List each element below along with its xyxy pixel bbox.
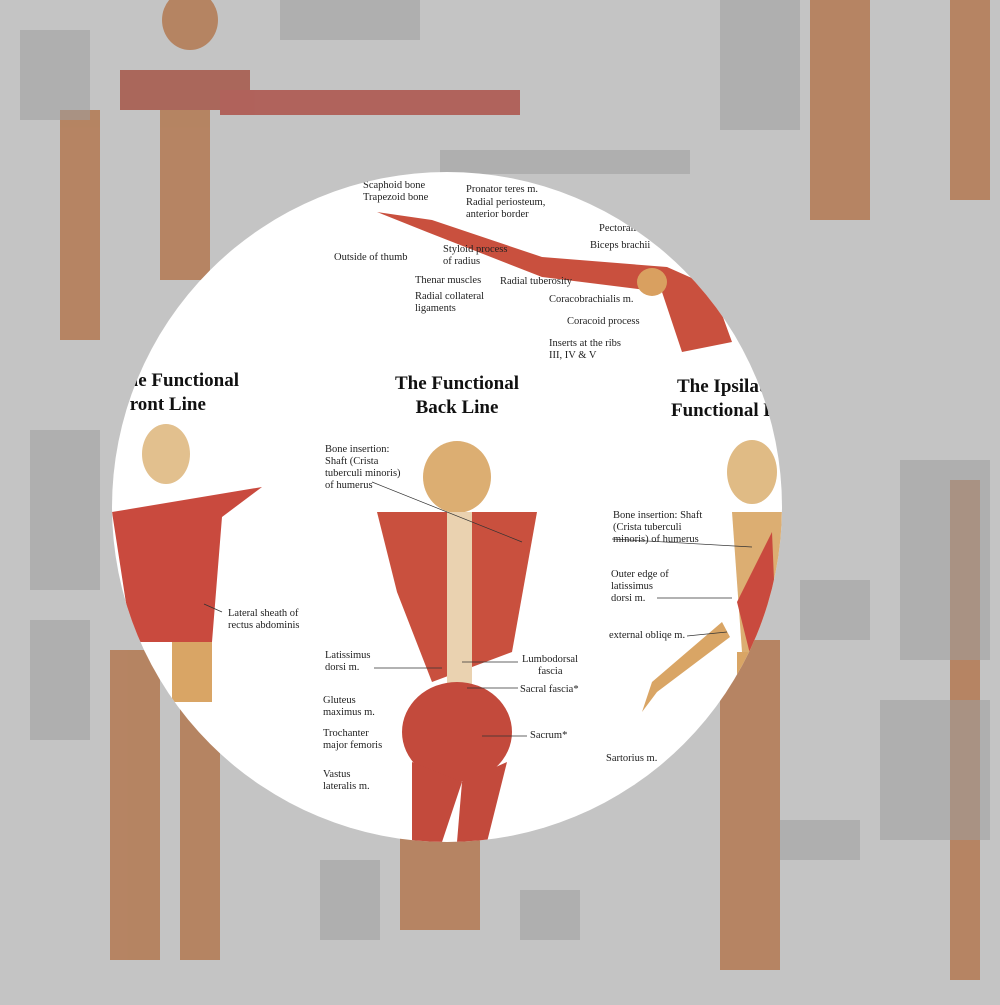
arm-illustration [377,212,732,352]
label-trochanter: Trochanter [323,728,369,739]
label-ligaments: ligaments [415,303,456,314]
title-back-line-2: Back Line [415,397,499,418]
anatomy-illustrations [112,212,782,842]
leader-lines [203,481,762,761]
front-line-figure [112,424,262,702]
label-ipsi-humerus: minoris) of humerus [613,534,699,545]
label-rectus-abdominis: rectus abdominis [228,620,300,631]
label-inserts-ribs: Inserts at the ribs [549,338,622,349]
label-tuberculi-minoris: tuberculi minoris) [325,468,401,479]
label-trapezoid-bone: Trapezoid bone [363,192,429,203]
label-radial-collateral: Radial collateral [415,291,485,302]
label-coracoid-process: Coracoid process [567,316,640,327]
label-anterior-border: anterior border [466,209,529,220]
title-front-line-2: Front Line [118,394,206,415]
title-front-line-1: The Functional [114,370,240,391]
label-bone-insertion: Bone insertion: [325,444,390,455]
label-pronator-teres: Pronator teres m. [466,184,539,195]
label-coracobrachialis: Coracobrachialis m. [549,294,634,305]
label-lateralis: lateralis m. [323,781,370,792]
label-sartorius: Sartorius m. [606,753,658,764]
label-styloid-process: Styloid process [443,244,508,255]
label-major-femoris: major femoris [323,740,383,751]
label-vastus: Vastus [323,769,351,780]
label-pectoralis: Pectoralis [599,223,641,234]
title-ipsilateral-2: Functional Line [671,400,782,421]
label-shaft-crista: Shaft (Crista [325,456,379,467]
label-scaphoid-bone: Scaphoid bone [363,180,426,191]
label-ipsi-crista: (Crista tuberculi [613,522,682,533]
label-gluteus: Gluteus [323,695,356,706]
label-ipsi-bone-insertion: Bone insertion: Shaft [613,510,703,521]
label-latissimus: Latissimus [325,650,371,661]
label-radial-periosteum: Radial periosteum, [466,197,546,208]
back-line-figure [377,441,537,842]
label-external-oblique: external obliqe m. [609,630,686,641]
label-latissimus-ipsi: latissimus [611,581,654,592]
label-radial-tuberosity: Radial tuberosity [500,276,573,287]
label-outside-of-thumb: Outside of thumb [334,252,408,263]
label-lumbodorsal: Lumbodorsal [522,654,578,665]
label-lateral-sheath: Lateral sheath of [228,608,299,619]
label-fascia: fascia [538,666,563,677]
ipsilateral-figure [642,440,782,842]
magnifier-lens: Scaphoid bone Trapezoid bone Pronator te… [112,172,782,842]
label-of-radius: of radius [443,256,481,267]
label-maximus: maximus m. [323,707,375,718]
label-thenar-muscles: Thenar muscles [415,275,482,286]
label-dorsi-ipsi: dorsi m. [611,593,646,604]
label-sacrum: Sacrum* [530,730,568,741]
label-dorsi: dorsi m. [325,662,360,673]
label-biceps-brachii: Biceps brachii [590,240,651,251]
label-ribs-numbers: III, IV & V [549,350,597,361]
label-outer-edge: Outer edge of [611,569,669,580]
label-sacral-fascia: Sacral fascia* [520,684,579,695]
title-back-line-1: The Functional [394,373,520,394]
title-ipsilateral-1: The Ipsilateral [677,376,782,397]
label-of-humerus: of humerus [325,480,373,491]
